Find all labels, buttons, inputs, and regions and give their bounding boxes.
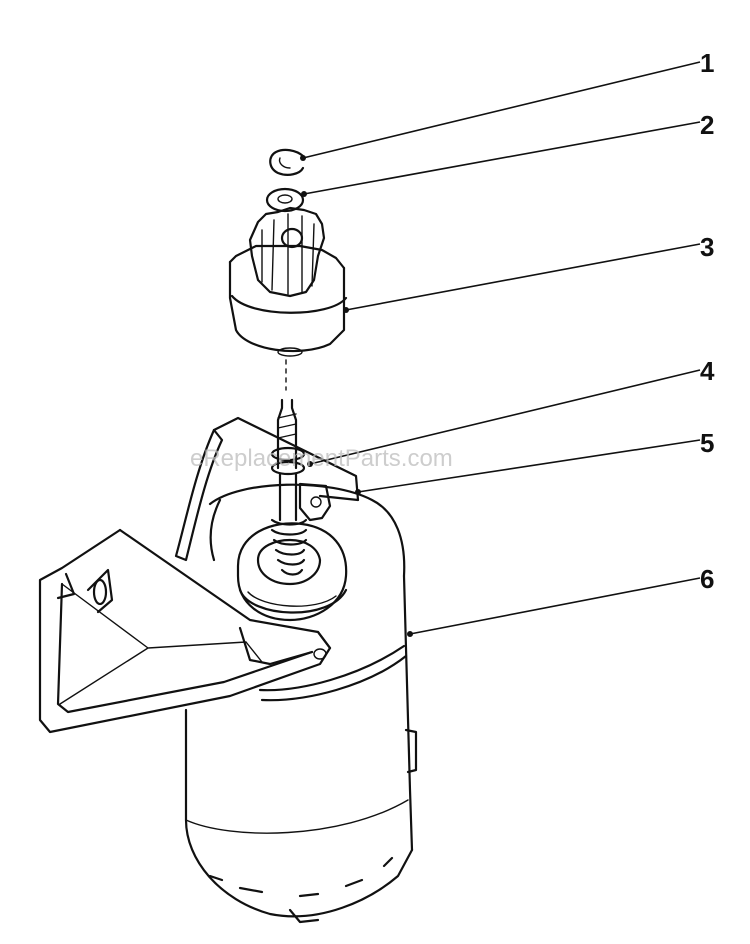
callout-1: 1 [700,48,714,78]
callout-5: 5 [700,428,714,458]
callout-3: 3 [700,232,714,262]
part-retaining-clip [269,148,305,176]
part-mounting-bracket [38,416,360,734]
part-drive-gear [228,206,348,391]
callout-6: 6 [700,564,714,594]
part-shaft-assembly [270,398,308,576]
part-washer [265,187,305,213]
callout-4: 4 [700,356,715,386]
part-starter-motor [184,483,418,924]
watermark: eReplacementParts.com [190,445,453,472]
leader-lines [300,61,701,637]
callout-2: 2 [700,110,714,140]
